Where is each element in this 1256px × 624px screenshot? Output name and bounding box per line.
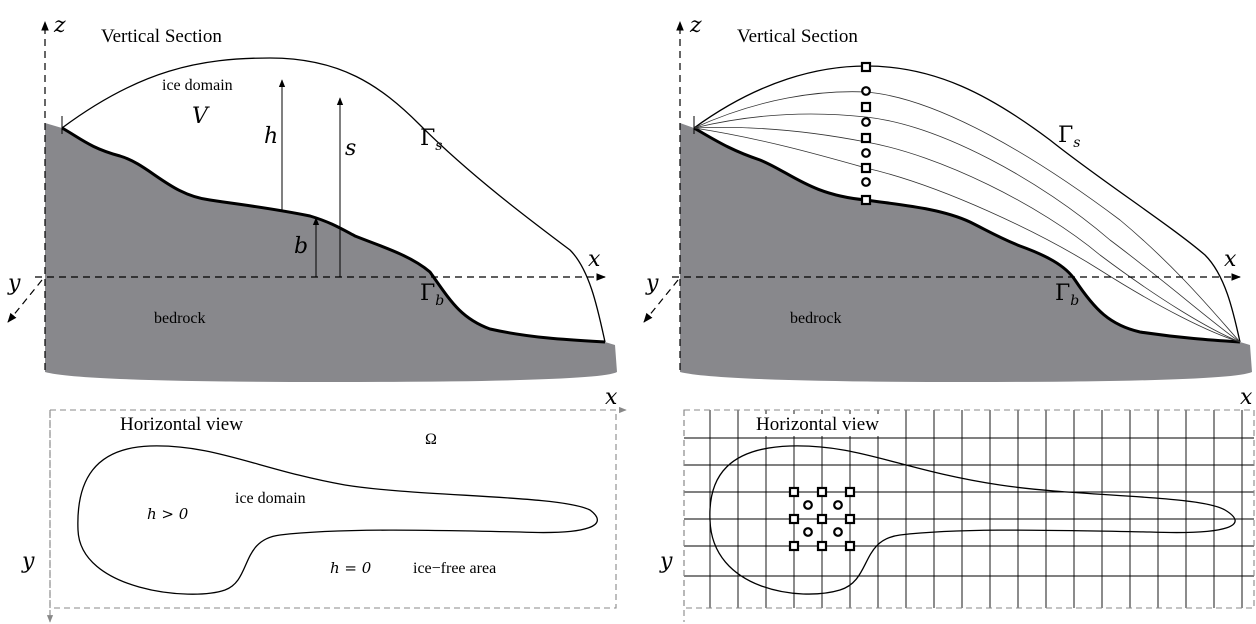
node-circle — [803, 527, 813, 537]
node-circle — [833, 527, 843, 537]
left-omega-frame — [49, 409, 617, 609]
node-square — [816, 486, 828, 498]
left-vertical-section: Vertical Section z x y ice domain V h s … — [7, 13, 617, 382]
right-bedrock-label: bedrock — [790, 310, 842, 327]
right-bed-boundary — [693, 126, 1241, 344]
node-square — [860, 61, 872, 73]
right-grid-frame — [683, 409, 1255, 609]
layer-line-3 — [693, 126, 1241, 343]
node-square — [844, 540, 856, 552]
node-square — [788, 513, 800, 525]
right-ice-surface — [693, 65, 1241, 343]
left-gamma-s-label: Γs — [420, 126, 442, 154]
left-horizontal-view: Horizontal view Ω ice domain h > 0 h = 0… — [21, 385, 627, 623]
node-square — [860, 162, 872, 174]
node-square — [860, 194, 872, 206]
left-bedrock-label: bedrock — [154, 310, 206, 327]
layer-line-1 — [693, 91, 1241, 343]
left-h-y-label: y — [21, 549, 35, 574]
left-ice-surface — [61, 57, 606, 343]
bed-elevation-label: b — [294, 234, 308, 259]
right-h-x-label: x — [1240, 385, 1253, 410]
volume-label: V — [192, 104, 210, 129]
left-horizontal-title: Horizontal view — [120, 414, 243, 435]
right-ice-outline — [709, 445, 1236, 595]
node-square — [788, 486, 800, 498]
right-z-label: z — [689, 13, 702, 38]
left-h-x-label: x — [605, 385, 618, 410]
left-y-label: y — [7, 271, 21, 296]
node-square — [844, 513, 856, 525]
left-ice-domain-label: ice domain — [162, 77, 233, 94]
h-positive-label: h > 0 — [147, 505, 189, 523]
left-x-label: x — [588, 247, 601, 272]
right-y-axis — [643, 279, 679, 323]
node-circle — [833, 500, 843, 510]
layer-line-4 — [693, 127, 1241, 343]
left-y-axis — [7, 279, 43, 323]
node-square — [788, 540, 800, 552]
right-horizontal-view: Horizontal view x y — [659, 385, 1255, 622]
surface-label: s — [345, 136, 356, 161]
layer-line-2 — [693, 113, 1241, 343]
left-ice-outline — [77, 445, 598, 595]
left-bedrock-area — [45, 123, 617, 382]
node-circle — [803, 500, 813, 510]
node-circle — [861, 117, 871, 127]
horizontal-ice-domain-label: ice domain — [235, 490, 306, 507]
right-bedrock-area — [680, 123, 1252, 382]
left-vertical-title: Vertical Section — [101, 26, 222, 47]
node-square — [816, 513, 828, 525]
horizontal-node-stencil — [788, 486, 856, 552]
ice-free-area-label: ice−free area — [413, 560, 496, 577]
right-gamma-s-label: Γs — [1058, 123, 1080, 151]
vertical-node-column — [860, 61, 872, 206]
finite-difference-grid — [684, 410, 1254, 608]
left-bed-boundary — [61, 126, 606, 344]
node-circle — [861, 177, 871, 187]
left-gamma-b-label: Γb — [420, 281, 444, 309]
right-h-y-label: y — [659, 549, 673, 574]
right-gamma-b-label: Γb — [1055, 281, 1079, 309]
right-vertical-section: Vertical Section z x y Γs Γb bedrock — [643, 13, 1252, 382]
node-square — [816, 540, 828, 552]
right-y-label: y — [645, 271, 659, 296]
right-x-label: x — [1224, 247, 1237, 272]
node-circle — [861, 148, 871, 158]
right-vertical-title: Vertical Section — [737, 26, 858, 47]
h-zero-label: h = 0 — [330, 559, 372, 577]
left-z-label: z — [53, 13, 66, 38]
node-square — [844, 486, 856, 498]
title-backdrop — [752, 414, 894, 436]
right-horizontal-title: Horizontal view — [756, 414, 879, 435]
omega-label: Ω — [425, 431, 437, 448]
node-circle — [861, 86, 871, 96]
node-square — [860, 101, 872, 113]
node-square — [860, 132, 872, 144]
thickness-label: h — [264, 124, 278, 149]
